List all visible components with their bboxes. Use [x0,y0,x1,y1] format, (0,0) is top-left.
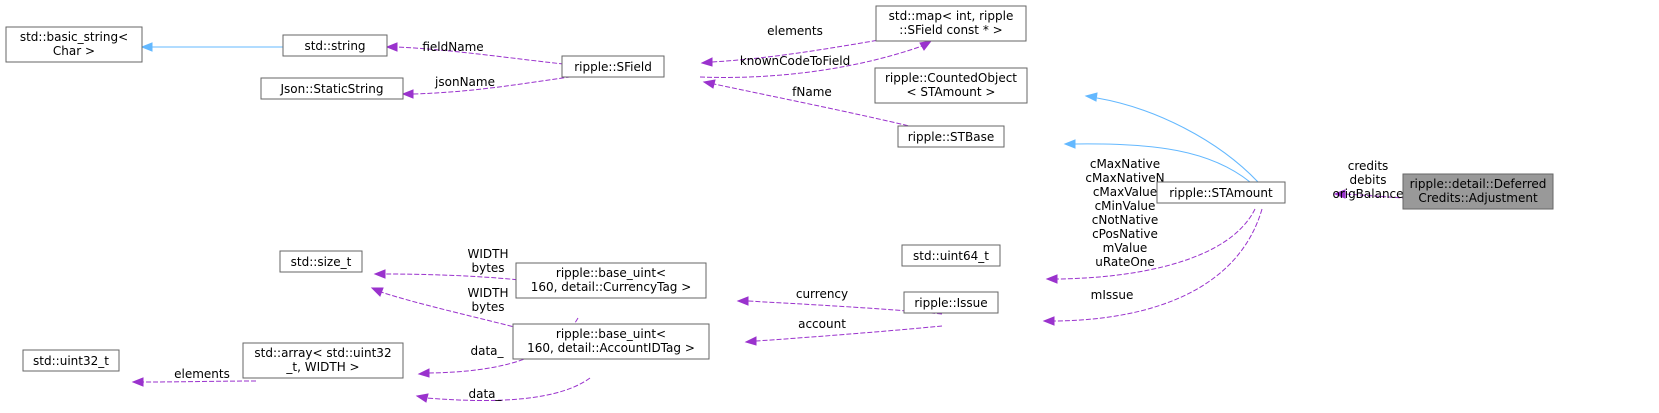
svg-text:160, detail::AccountIDTag >: 160, detail::AccountIDTag > [527,341,695,355]
edge-stamount-to-issue [1053,208,1263,322]
nodes: std::basic_string< Char > std::string Js… [5,5,1554,379]
label-elements-array: elements [174,367,230,381]
svg-text:ripple::SField: ripple::SField [574,60,652,74]
label-cmaxvalue: cMaxValue [1093,185,1157,199]
svg-text:std::uint32_t: std::uint32_t [33,354,109,368]
svg-text:Credits::Adjustment: Credits::Adjustment [1418,191,1538,205]
arrowhead-string [385,42,398,52]
arrowhead-counted [1084,92,1098,102]
label-data-account: data_ [468,387,502,401]
inheritance-edges [140,42,1259,183]
svg-text:std::array< std::uint32: std::array< std::uint32 [254,346,391,360]
arrowhead-issue [1042,316,1055,326]
node-countedobject[interactable]: ripple::CountedObject < STAmount > [874,67,1028,104]
arrowhead-uint32 [131,377,144,387]
svg-text:160, detail::CurrencyTag >: 160, detail::CurrencyTag > [531,280,692,294]
svg-text:_t, WIDTH >: _t, WIDTH > [285,360,359,374]
node-base-uint-account[interactable]: ripple::base_uint< 160, detail::AccountI… [512,323,710,360]
label-debits: debits [1350,173,1387,187]
node-sfield[interactable]: ripple::SField [561,55,665,78]
node-basic-string[interactable]: std::basic_string< Char > [5,26,143,63]
arrowhead-stbase [1063,139,1076,149]
arrowhead-account [744,336,757,346]
edge-account-to-array-data [426,377,591,402]
usage-edges [131,31,1464,403]
arrowhead-uint64 [1045,274,1058,284]
svg-text:Char >: Char > [53,44,95,58]
arrowhead-size-t-currency [373,269,386,279]
edge-currency-to-size-t [384,273,539,283]
arrowhead-size-t-account [370,287,384,297]
arrowhead-currency [736,296,749,306]
arrowhead-array-currency [417,368,430,378]
node-json-staticstring[interactable]: Json::StaticString [260,77,404,100]
label-missue: mIssue [1091,288,1134,302]
edge-array-to-uint32 [142,380,257,383]
label-uorateone: uRateOne [1095,255,1155,269]
label-bytes-account: bytes [471,300,504,314]
node-array[interactable]: std::array< std::uint32 _t, WIDTH > [242,342,404,379]
svg-text:ripple::detail::Deferred: ripple::detail::Deferred [1410,177,1547,191]
label-cnotnative: cNotNative [1092,213,1158,227]
svg-text:ripple::base_uint<: ripple::base_uint< [556,266,666,280]
node-uint32[interactable]: std::uint32_t [22,349,120,372]
node-string[interactable]: std::string [282,34,388,57]
svg-text:ripple::base_uint<: ripple::base_uint< [556,327,666,341]
label-currency: currency [796,287,848,301]
svg-text:Json::StaticString: Json::StaticString [280,82,384,96]
edge-stamount-to-stbase [1074,143,1251,183]
svg-text:std::size_t: std::size_t [291,255,352,269]
node-uint64[interactable]: std::uint64_t [901,244,1001,267]
svg-text:::SField const * >: ::SField const * > [899,23,1002,37]
node-issue[interactable]: ripple::Issue [903,291,999,314]
label-cminvalue: cMinValue [1095,199,1156,213]
svg-text:ripple::STBase: ripple::STBase [908,130,994,144]
svg-text:ripple::Issue: ripple::Issue [914,296,987,310]
node-base-uint-currency[interactable]: ripple::base_uint< 160, detail::Currency… [515,262,707,299]
arrowhead-sfield-elements [700,57,713,67]
label-cmaxnative: cMaxNative [1090,157,1160,171]
node-deferredcredits-adjustment[interactable]: ripple::detail::Deferred Credits::Adjust… [1402,173,1554,210]
arrowhead-stamount [1333,189,1346,199]
label-bytes-currency: bytes [471,261,504,275]
node-stbase[interactable]: ripple::STBase [897,125,1005,148]
label-fname: fName [792,85,832,99]
edge-labels: fieldName jsonName elements knownCodeToF… [174,24,1403,401]
node-map[interactable]: std::map< int, ripple ::SField const * > [875,5,1027,42]
arrowhead-json [401,89,414,99]
svg-text:std::basic_string<: std::basic_string< [20,30,128,44]
label-cposnative: cPosNative [1092,227,1158,241]
label-account: account [798,317,846,331]
svg-text:std::uint64_t: std::uint64_t [913,249,989,263]
label-data-currency: data_ [470,344,504,358]
label-width-currency: WIDTH [468,247,509,261]
svg-text:std::string: std::string [304,39,365,53]
edge-map-to-sfield-elements [711,31,926,63]
edge-stamount-to-uint64 [1056,208,1256,280]
label-credits: credits [1348,159,1389,173]
label-jsonname: jsonName [434,75,495,89]
arrowhead-basic-string [140,42,153,52]
svg-text:ripple::CountedObject: ripple::CountedObject [885,71,1017,85]
edge-issue-to-account [755,325,943,342]
label-width-account: WIDTH [468,286,509,300]
node-size-t[interactable]: std::size_t [279,250,363,273]
arrowhead-array-account [415,393,429,403]
svg-text:< STAmount >: < STAmount > [907,85,996,99]
label-cmaxnativen: cMaxNativeN [1085,171,1164,185]
node-stamount[interactable]: ripple::STAmount [1156,181,1286,204]
label-mvalue: mValue [1103,241,1148,255]
label-elements-map: elements [767,24,823,38]
arrowhead-sfield-fname [702,79,716,89]
edge-adjustment-to-stamount [1344,193,1464,202]
arrowhead-map [919,40,933,51]
svg-text:std::map< int, ripple: std::map< int, ripple [889,9,1014,23]
edge-stamount-to-counted [1096,97,1259,183]
label-fieldname: fieldName [422,40,483,54]
label-origbalance: origBalance [1332,187,1403,201]
label-knowncodetofield: knownCodeToField [740,54,850,68]
svg-text:ripple::STAmount: ripple::STAmount [1169,186,1273,200]
edge-sfield-to-map-knowncode [699,45,923,78]
